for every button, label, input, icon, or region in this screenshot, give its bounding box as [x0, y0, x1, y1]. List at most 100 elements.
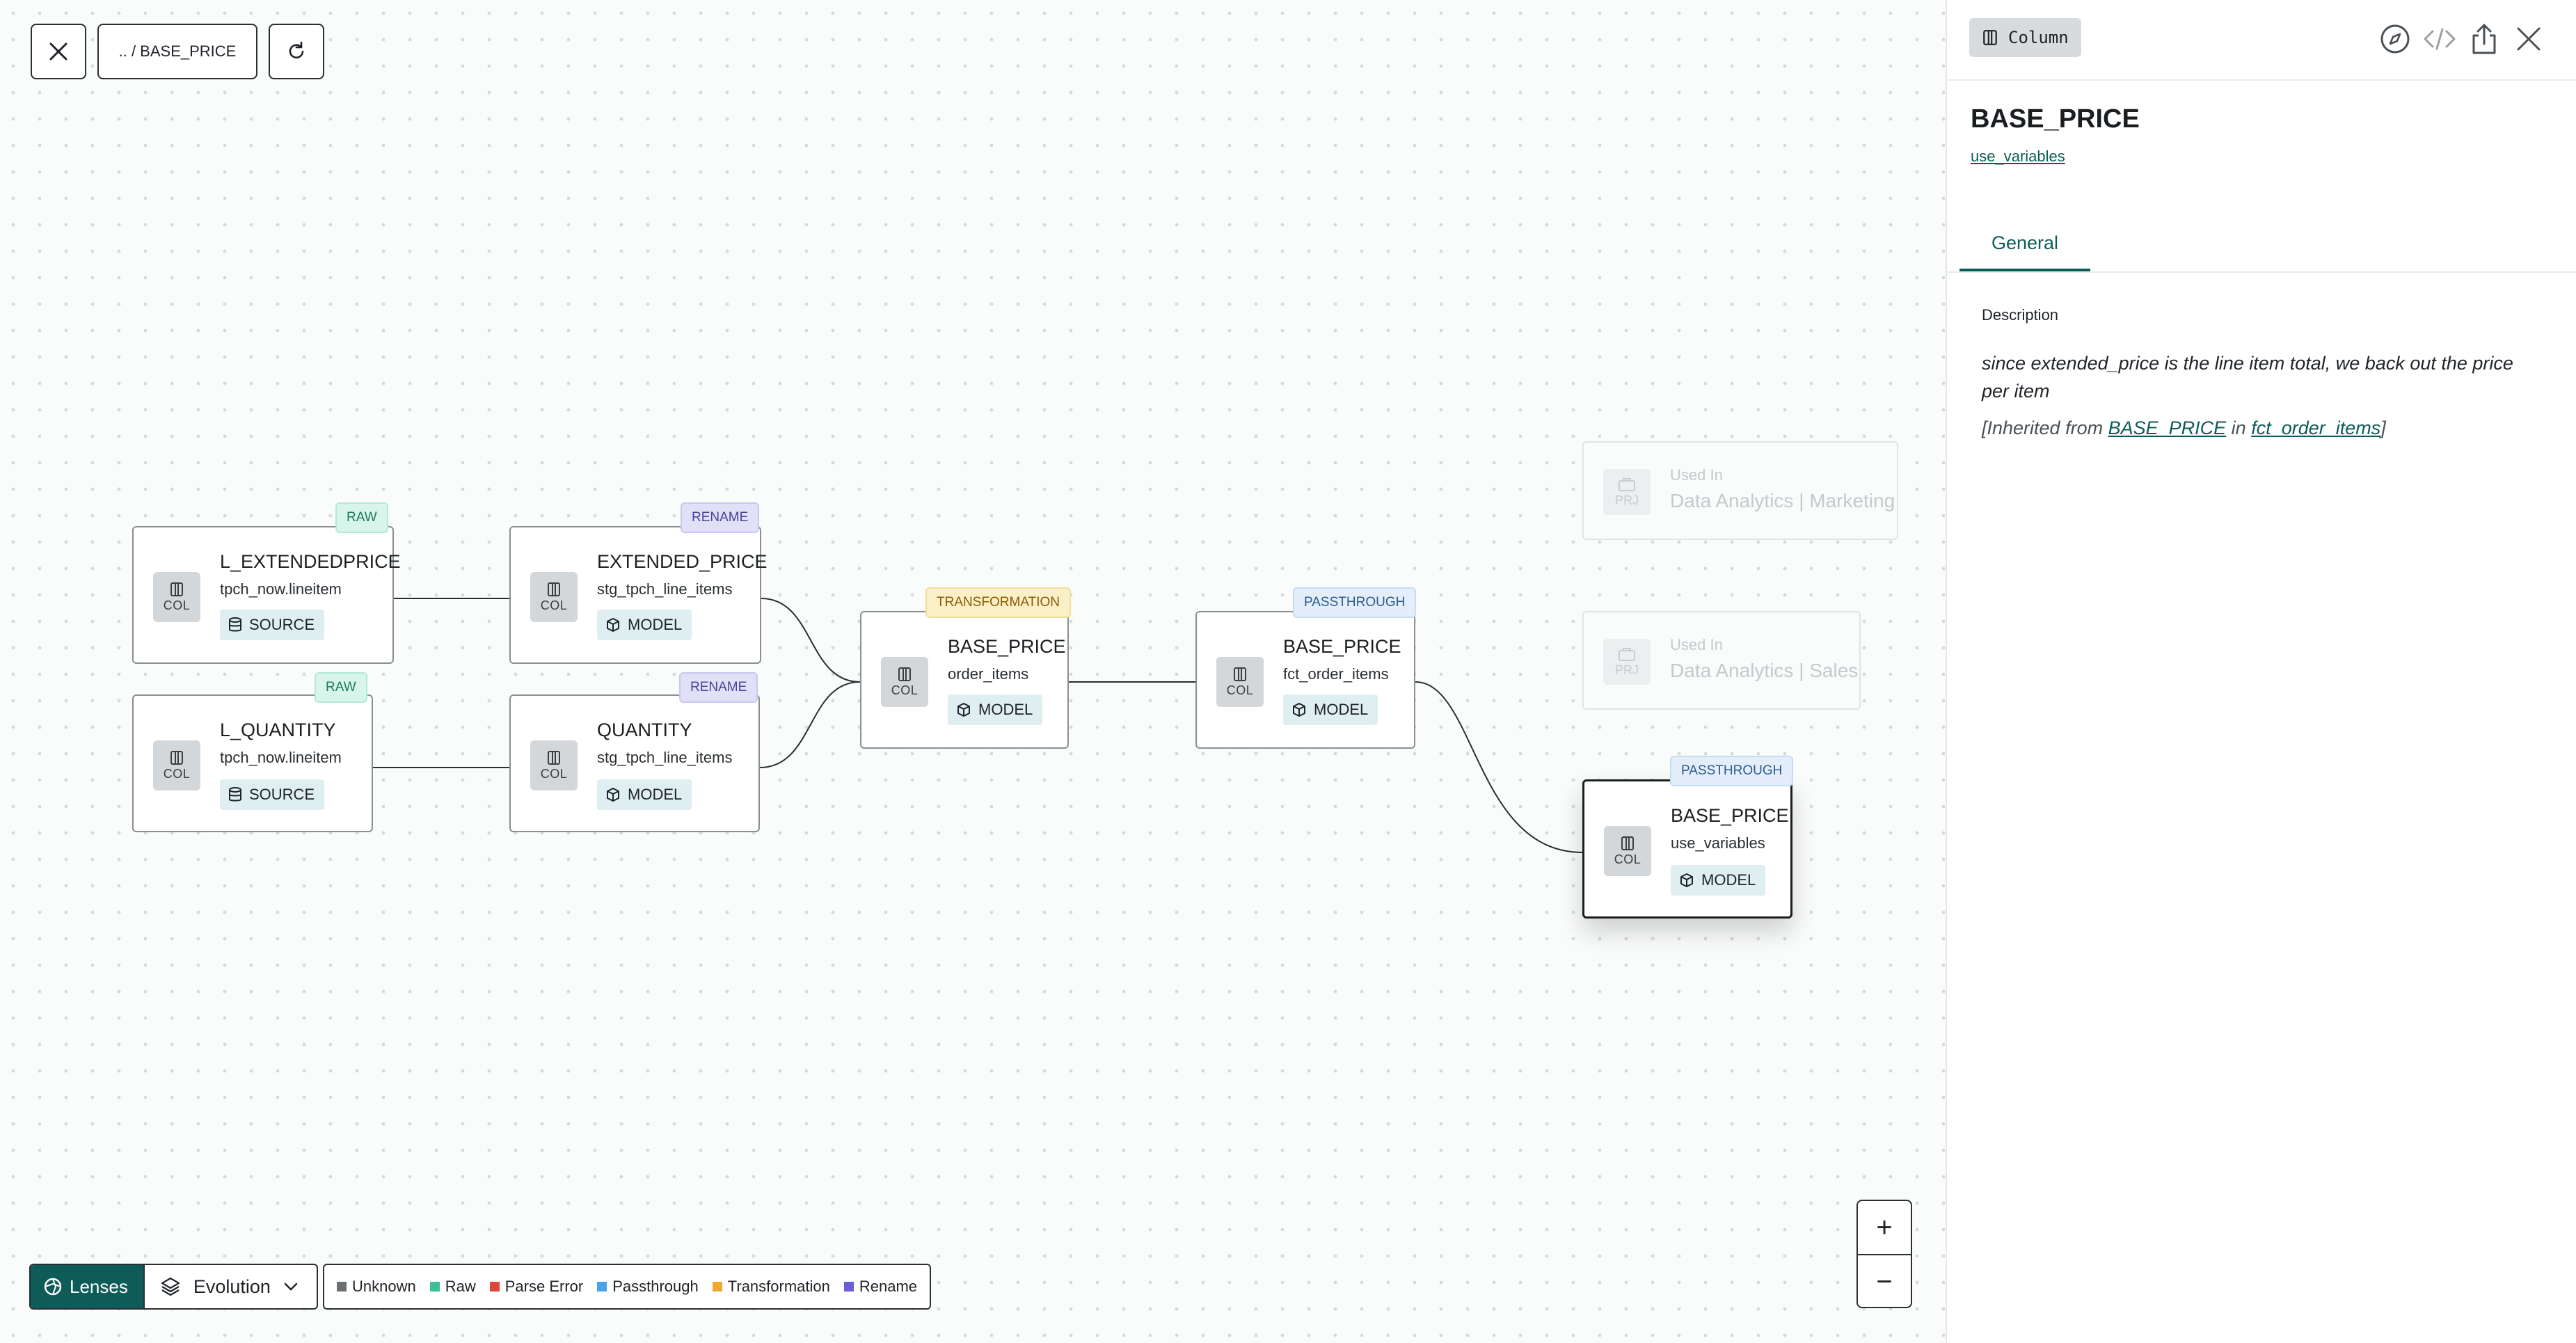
- model-tag: MODEL: [1671, 865, 1766, 896]
- lens-mode-select[interactable]: Evolution: [143, 1265, 317, 1308]
- used-in-project-marketing[interactable]: PRJ Used In Data Analytics | Marketing: [1582, 441, 1898, 540]
- close-panel-button[interactable]: [2511, 21, 2547, 57]
- description-heading: Description: [1982, 306, 2059, 324]
- tab-divider: [1947, 271, 2576, 273]
- share-button[interactable]: [2466, 21, 2502, 57]
- legend-item: Rename: [843, 1278, 917, 1296]
- legend-item: Unknown: [337, 1278, 416, 1296]
- badge-transformation: TRANSFORMATION: [925, 587, 1071, 618]
- database-icon: [229, 617, 241, 632]
- ghost-name: Data Analytics | Marketing: [1670, 490, 1895, 511]
- share-icon: [2472, 24, 2496, 54]
- detail-panel: Column BASE_PRICE use_variables General …: [1946, 0, 2576, 1343]
- refresh-icon: [289, 41, 304, 58]
- node-title: BASE_PRICE: [948, 636, 1066, 657]
- description-text: since extended_price is the line item to…: [1982, 353, 2513, 402]
- lineage-node-quantity[interactable]: COL QUANTITY stg_tpch_line_items MODEL: [509, 694, 760, 832]
- node-title: L_EXTENDEDPRICE: [220, 551, 401, 572]
- compass-button[interactable]: [2377, 21, 2413, 57]
- entity-type-badge: Column: [1969, 18, 2081, 57]
- badge-raw: RAW: [335, 502, 388, 533]
- column-icon: COL: [1604, 826, 1651, 876]
- lineage-node-l-extendedprice[interactable]: COL L_EXTENDEDPRICE tpch_now.lineitem SO…: [132, 526, 401, 664]
- edge-fct-to-use-variables: [1415, 681, 1583, 853]
- lens-mode-label: Evolution: [193, 1276, 271, 1297]
- chevron-down-icon: [284, 1282, 298, 1291]
- node-title: BASE_PRICE: [1283, 636, 1401, 657]
- breadcrumb-text: .. / BASE_PRICE: [118, 42, 237, 60]
- inherited-column-link[interactable]: BASE_PRICE: [2108, 418, 2227, 438]
- model-tag: MODEL: [1283, 694, 1378, 725]
- project-icon: PRJ: [1603, 639, 1651, 685]
- used-in-project-sales[interactable]: PRJ Used In Data Analytics | Sales: [1582, 611, 1861, 710]
- model-tag: MODEL: [948, 694, 1043, 725]
- breadcrumb[interactable]: .. / BASE_PRICE: [97, 24, 257, 79]
- source-tag: SOURCE: [220, 610, 325, 640]
- ghost-label: Used In: [1670, 466, 1723, 484]
- zoom-out-button[interactable]: −: [1876, 1266, 1893, 1297]
- ghost-label: Used In: [1670, 636, 1723, 653]
- close-button[interactable]: [31, 24, 86, 79]
- column-icon: [1983, 30, 1997, 45]
- status-legend: Unknown Raw Parse Error Passthrough Tran…: [323, 1264, 932, 1310]
- column-icon: COL: [1216, 657, 1264, 707]
- inherited-model-link[interactable]: fct_order_items: [2251, 418, 2381, 438]
- project-icon: PRJ: [1603, 469, 1651, 515]
- badge-rename: RENAME: [681, 502, 760, 533]
- cube-icon: [1680, 873, 1693, 887]
- lenses-icon: [44, 1278, 62, 1296]
- model-tag: MODEL: [597, 610, 692, 640]
- lineage-node-base-price-use-variables[interactable]: COL BASE_PRICE use_variables MODEL: [1582, 779, 1792, 919]
- refresh-button[interactable]: [269, 24, 324, 79]
- node-title: L_QUANTITY: [220, 720, 336, 740]
- badge-passthrough: PASSTHROUGH: [1670, 756, 1794, 786]
- column-icon: COL: [881, 657, 928, 707]
- lenses-button[interactable]: Lenses: [31, 1265, 143, 1308]
- model-link[interactable]: use_variables: [1971, 148, 2065, 165]
- node-title: BASE_PRICE: [1671, 805, 1789, 826]
- badge-raw: RAW: [315, 672, 367, 703]
- node-subtitle: stg_tpch_line_items: [597, 580, 733, 598]
- column-icon: COL: [530, 572, 578, 622]
- cube-icon: [607, 618, 619, 632]
- lenses-control: Lenses Evolution: [29, 1264, 318, 1310]
- lineage-node-base-price-fct-order-items[interactable]: COL BASE_PRICE fct_order_items MODEL: [1195, 611, 1415, 749]
- column-icon: COL: [153, 740, 200, 790]
- close-icon: [49, 42, 67, 61]
- legend-item: Parse Error: [489, 1278, 583, 1296]
- column-icon: COL: [530, 740, 578, 790]
- code-icon: [2424, 28, 2456, 50]
- tab-general[interactable]: General: [1959, 217, 2090, 271]
- cube-icon: [607, 788, 619, 802]
- node-subtitle: tpch_now.lineitem: [220, 749, 342, 766]
- panel-header-divider: [1947, 79, 2576, 81]
- cube-icon: [957, 703, 970, 717]
- layers-icon: [161, 1277, 180, 1296]
- node-subtitle: fct_order_items: [1283, 665, 1389, 683]
- badge-rename: RENAME: [679, 672, 758, 703]
- ghost-name: Data Analytics | Sales: [1670, 660, 1859, 681]
- source-tag: SOURCE: [220, 779, 325, 810]
- code-button[interactable]: [2422, 21, 2458, 57]
- node-subtitle: order_items: [948, 665, 1029, 683]
- zoom-controls: + −: [1857, 1200, 1912, 1308]
- legend-item: Passthrough: [597, 1278, 699, 1296]
- model-tag: MODEL: [597, 779, 692, 810]
- lineage-node-l-quantity[interactable]: COL L_QUANTITY tpch_now.lineitem SOURCE: [132, 694, 373, 832]
- node-subtitle: stg_tpch_line_items: [597, 749, 733, 766]
- lineage-node-extended-price[interactable]: COL EXTENDED_PRICE stg_tpch_line_items M…: [509, 526, 768, 664]
- lineage-edges: [373, 598, 1583, 853]
- inherited-note: [Inherited from BASE_PRICE in fct_order_…: [1982, 418, 2386, 438]
- column-icon: COL: [153, 572, 200, 622]
- node-subtitle: tpch_now.lineitem: [220, 580, 342, 598]
- lineage-canvas[interactable]: .. / BASE_PRICE PRJ Used In Data Analyti…: [0, 0, 1946, 1343]
- lineage-node-base-price-order-items[interactable]: COL BASE_PRICE order_items MODEL: [860, 611, 1069, 749]
- compass-icon: [2380, 24, 2410, 54]
- node-subtitle: use_variables: [1671, 834, 1765, 852]
- zoom-in-button[interactable]: +: [1858, 1201, 1911, 1255]
- cube-icon: [1293, 703, 1305, 717]
- node-title: QUANTITY: [597, 720, 692, 740]
- lenses-label: Lenses: [70, 1276, 128, 1297]
- close-icon: [2517, 27, 2541, 51]
- legend-item: Raw: [429, 1278, 476, 1296]
